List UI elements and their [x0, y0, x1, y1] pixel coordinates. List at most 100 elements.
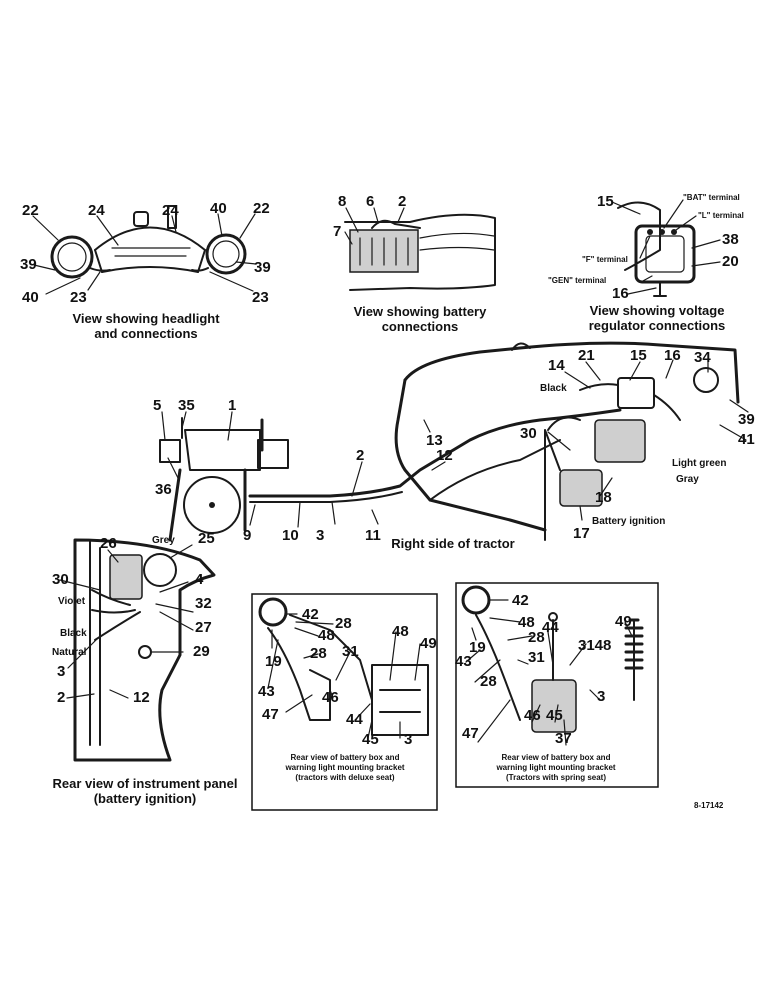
callout-28-deluxe-top: 28 [335, 615, 352, 632]
deluxe-frame [251, 593, 438, 811]
battery-caption-1: View showing battery [354, 304, 487, 319]
panel-outline [73, 538, 216, 762]
left-headlight-lens [57, 242, 87, 272]
callout-28-spring-mid: 28 [480, 673, 497, 690]
left-headlight [50, 235, 94, 279]
headlight-caption-1: View showing headlight [72, 311, 220, 326]
bat-terminal-label: "BAT" terminal [683, 193, 740, 202]
callout-44-deluxe: 44 [346, 711, 363, 728]
engine-block-edge [544, 429, 561, 541]
callout-28-spring-top: 28 [528, 629, 545, 646]
headlight-leaders [32, 213, 257, 295]
deluxe-leaders [267, 613, 421, 739]
callout-27: 27 [195, 619, 212, 636]
callout-15-regulator: 15 [597, 193, 614, 210]
callout-46-deluxe: 46 [322, 689, 339, 706]
starter-cable [547, 416, 581, 431]
regulator-caption-1: View showing voltage [590, 303, 725, 318]
panel-caption-1: Rear view of instrument panel [53, 776, 238, 791]
callout-43-deluxe: 43 [258, 683, 275, 700]
callout-46-spring: 46 [524, 707, 541, 724]
panel-caption-2: (battery ignition) [94, 791, 197, 806]
callout-19-deluxe: 19 [265, 653, 282, 670]
warning-light-spring [461, 585, 491, 615]
battery-leaders [344, 207, 405, 245]
callout-15-main: 15 [630, 347, 647, 364]
callout-2-main: 2 [356, 447, 364, 464]
instrument-panel-view: 26 25 30 4 32 27 29 3 2 12 Grey Violet B… [52, 530, 237, 806]
main-harness [248, 408, 622, 498]
callout-41: 41 [738, 431, 755, 448]
callout-29: 29 [193, 643, 210, 660]
bat-terminal-post [647, 229, 653, 235]
callout-14: 14 [548, 357, 565, 374]
callout-6: 6 [366, 193, 374, 210]
deluxe-caption-1: Rear view of battery box and [291, 753, 400, 762]
battery-cable [371, 219, 421, 229]
callout-12-main: 12 [436, 447, 453, 464]
callout-48-deluxe-top: 48 [318, 627, 335, 644]
grey-wire-label: Grey [152, 535, 175, 546]
headlight-wires [89, 267, 209, 272]
callout-40-right: 40 [210, 200, 227, 217]
bracket-spring [475, 614, 521, 721]
callout-16-main: 16 [664, 347, 681, 364]
callout-31-spring: 31 [528, 649, 545, 666]
l-terminal-post [659, 229, 665, 235]
callout-25: 25 [198, 530, 215, 547]
callout-10: 10 [282, 527, 299, 544]
callout-32: 32 [195, 595, 212, 612]
callout-21: 21 [578, 347, 595, 364]
hood-sides [94, 249, 206, 273]
callout-37: 37 [555, 730, 572, 747]
callout-3-panel: 3 [57, 663, 65, 680]
callout-5: 5 [153, 397, 161, 414]
callout-2-panel: 2 [57, 689, 65, 706]
gen-terminal-label: "GEN" terminal [548, 276, 606, 285]
hood-front-outline [94, 226, 206, 251]
bracket-deluxe [267, 627, 331, 721]
callout-45-spring: 45 [546, 707, 563, 724]
callout-3-deluxe: 3 [404, 731, 412, 748]
hub-center [209, 502, 215, 508]
regulator-leaders [611, 199, 721, 295]
callout-12-panel: 12 [133, 689, 150, 706]
black-panel-wire-label: Black [60, 628, 87, 639]
housing-shading [419, 232, 495, 251]
callout-23-left: 23 [70, 289, 87, 306]
callout-2-battery: 2 [398, 193, 406, 210]
callout-44-spring: 44 [542, 619, 559, 636]
starter-motor [559, 469, 603, 507]
gauge [143, 553, 177, 587]
callout-36: 36 [155, 481, 172, 498]
f-terminal-label: "F" terminal [582, 255, 628, 264]
callout-17: 17 [573, 525, 590, 542]
deluxe-caption-2: warning light mounting bracket [284, 763, 404, 772]
callout-39-right: 39 [254, 259, 271, 276]
spring-caption-1: Rear view of battery box and [502, 753, 611, 762]
voltage-regulator [634, 224, 696, 284]
callout-34: 34 [694, 349, 711, 366]
callout-42-deluxe: 42 [302, 606, 319, 623]
callout-47-spring: 47 [462, 725, 479, 742]
callout-7: 7 [333, 223, 341, 240]
callout-42-spring: 42 [512, 592, 529, 609]
battery-caption-2: connections [382, 319, 459, 334]
regulator-mounted [617, 377, 655, 409]
hood-top [403, 341, 740, 404]
battery-housing [344, 213, 496, 291]
main-leaders [161, 359, 749, 528]
battery-view: 8 6 2 7 View showing battery connections [333, 193, 496, 334]
callout-24-right: 24 [162, 202, 179, 219]
callout-9: 9 [243, 527, 251, 544]
callout-3-spring: 3 [597, 688, 605, 705]
spring-frame [455, 582, 659, 788]
panel-light [138, 645, 152, 659]
panel-bracket [89, 539, 101, 746]
callout-1: 1 [228, 397, 236, 414]
callout-24-left: 24 [88, 202, 105, 219]
callout-13: 13 [426, 432, 443, 449]
callout-48-spring: 48 [518, 614, 535, 631]
frame-rail [429, 439, 561, 501]
radiator-cap-main [511, 342, 531, 351]
